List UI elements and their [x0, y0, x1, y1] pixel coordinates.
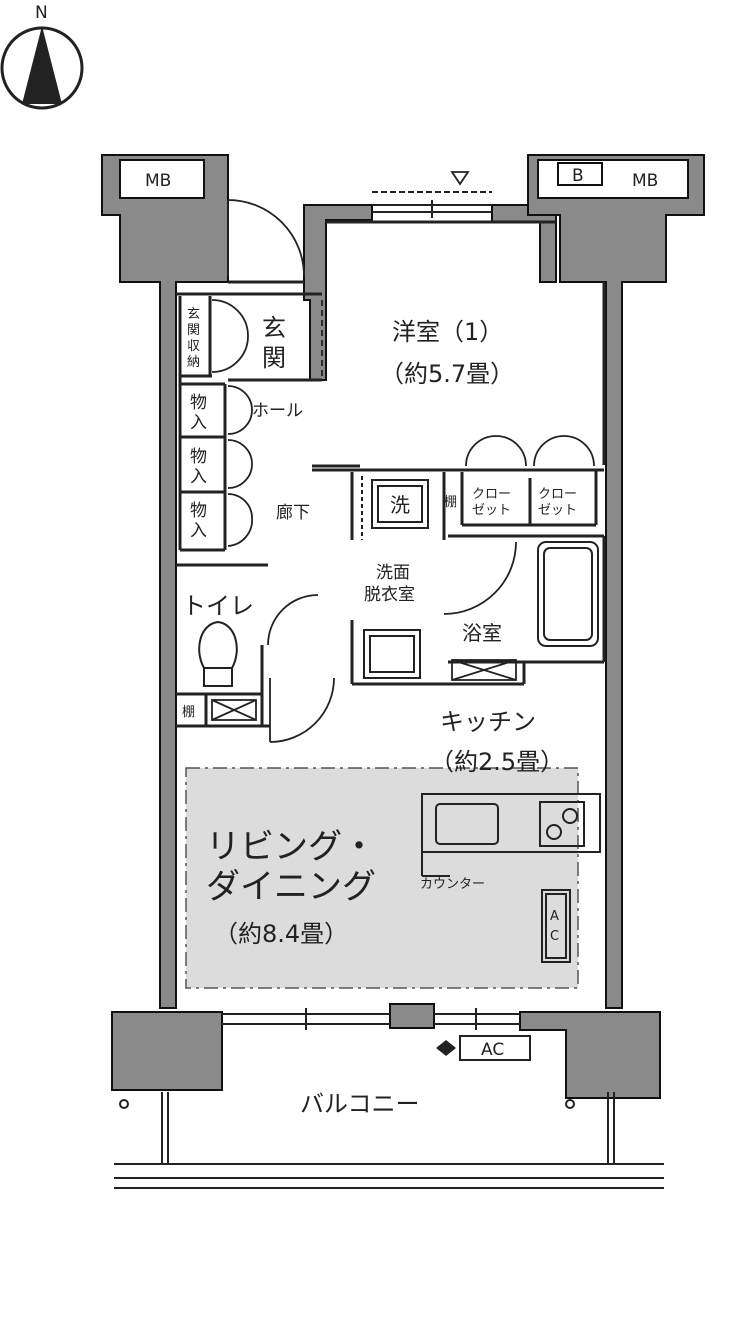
genkan-storage-label-4: 納	[187, 355, 200, 370]
genkan-storage-label-3: 収	[187, 339, 200, 354]
balcony-railing	[114, 1092, 664, 1189]
washroom-label-2: 脱衣室	[364, 585, 415, 605]
b-box	[557, 162, 603, 186]
balcony-label: バルコニー	[300, 1090, 420, 1118]
living-size: （約8.4畳）	[214, 920, 348, 948]
mb-left-label: MB	[145, 171, 171, 191]
toilet-vent-icon	[211, 699, 257, 721]
storage-1-label-1: 物	[190, 393, 207, 413]
genkan-label-1: 玄	[262, 314, 286, 342]
kitchen-name: キッチン	[440, 708, 536, 736]
living-name-line1: リビング・	[206, 827, 376, 867]
ac-outdoor-label: AC	[481, 1040, 504, 1060]
shelf-wash-label: 棚	[444, 495, 457, 510]
storage-3-label-2: 入	[190, 521, 207, 541]
bathroom-label: 浴室	[462, 621, 502, 645]
b-box-label: B	[572, 166, 584, 186]
bath-vent-icon	[451, 659, 517, 681]
western-room-name: 洋室（1）	[392, 318, 503, 346]
north-label: N	[35, 3, 48, 23]
ac-outdoor-box	[459, 1035, 531, 1061]
genkan-storage-label-2: 関	[187, 323, 200, 338]
closet-2-label-1: クロー	[538, 487, 577, 502]
storage-2-label-2: 入	[190, 467, 207, 487]
storage-1-label-2: 入	[190, 413, 207, 433]
window-top	[372, 171, 492, 218]
closet-2-label-2: ゼット	[538, 503, 577, 518]
kitchen-size: （約2.5畳）	[430, 748, 564, 776]
ac-indoor-unit	[541, 889, 571, 963]
storage-3-label-1: 物	[190, 501, 207, 521]
toilet-label: トイレ	[182, 592, 254, 620]
genkan-label-2: 関	[262, 344, 286, 372]
toilet-icon	[198, 620, 238, 687]
living-floor-area	[185, 767, 579, 989]
storage-2-label-1: 物	[190, 447, 207, 467]
shelf-toilet-label: 棚	[182, 705, 195, 720]
washer-label: 洗	[390, 493, 410, 517]
compass-icon	[0, 26, 84, 110]
door-swings	[211, 199, 595, 743]
interior-walls	[176, 220, 606, 728]
living-name-line2: ダイニング	[206, 867, 376, 907]
window-bottom	[222, 1008, 520, 1030]
bathtub	[537, 541, 599, 647]
western-room-size: （約5.7畳）	[380, 360, 514, 388]
corridor-label: 廊下	[276, 503, 310, 523]
mb-left-box	[119, 159, 205, 199]
hall-label: ホール	[252, 401, 303, 421]
washroom-fixtures	[361, 476, 429, 679]
mb-right-label: MB	[632, 171, 658, 191]
ac-diamond-icon	[436, 1040, 456, 1056]
counter-label: カウンター	[420, 877, 485, 892]
ac-unit-label-c: C	[550, 929, 559, 944]
washroom-label-1: 洗面	[376, 563, 410, 583]
ac-unit-label-a: A	[550, 909, 559, 924]
closet-1-label-2: ゼット	[472, 503, 511, 518]
kitchen-counter	[421, 793, 601, 877]
closet-1-label-1: クロー	[472, 487, 511, 502]
genkan-storage-label-1: 玄	[187, 307, 200, 322]
